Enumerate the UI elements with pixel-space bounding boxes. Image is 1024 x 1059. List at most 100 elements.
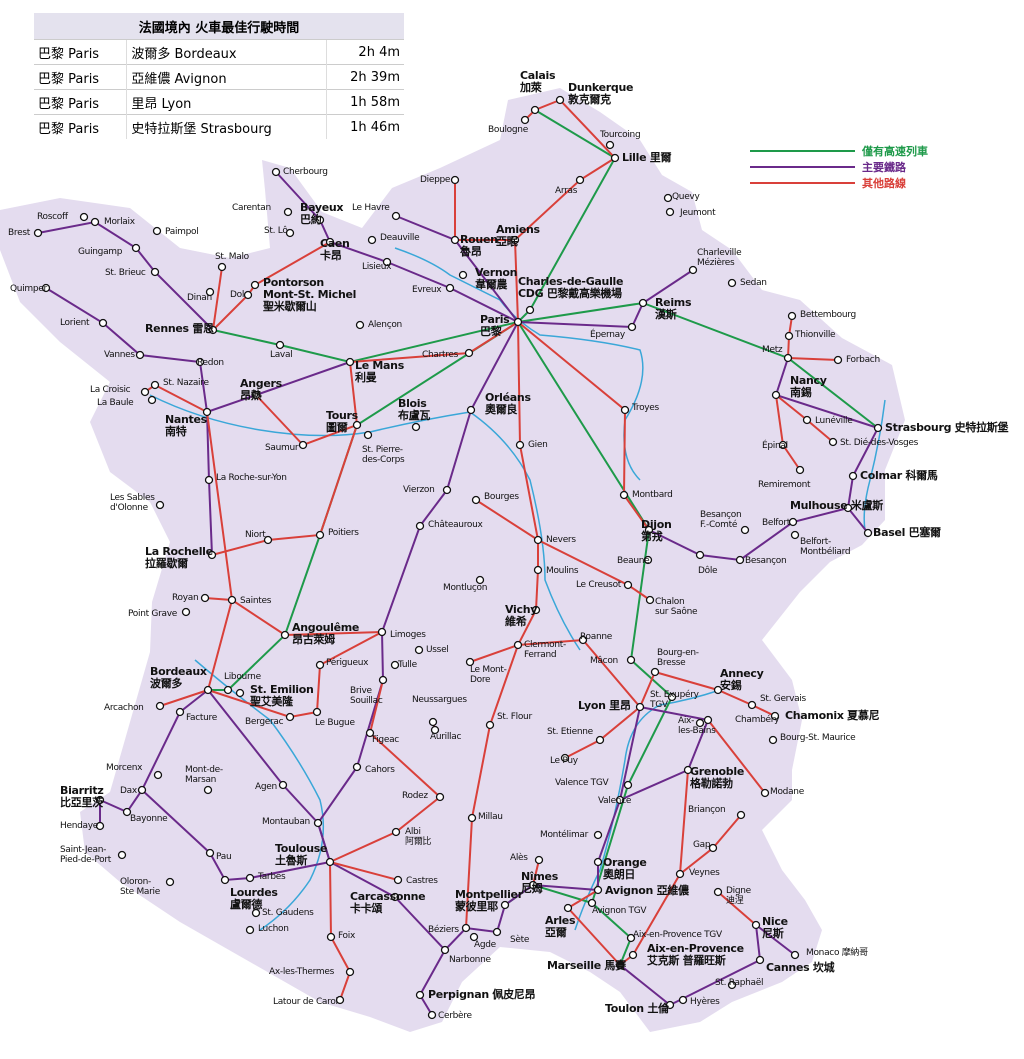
station-marker-lehavre[interactable] xyxy=(391,211,401,221)
station-marker-lille[interactable] xyxy=(610,153,620,163)
station-marker-marseille[interactable] xyxy=(615,960,625,970)
station-marker-montauban[interactable] xyxy=(313,818,323,828)
station-marker-agde[interactable] xyxy=(469,932,479,942)
station-marker-arcachon[interactable] xyxy=(155,701,165,711)
station-marker-amiens[interactable] xyxy=(510,235,520,245)
station-marker-nantes[interactable] xyxy=(202,407,212,417)
station-marker-royan[interactable] xyxy=(200,593,210,603)
station-marker-dieppe[interactable] xyxy=(450,175,460,185)
station-marker-chateauroux[interactable] xyxy=(415,521,425,531)
station-marker-roanne[interactable] xyxy=(578,635,588,645)
station-marker-nimes[interactable] xyxy=(528,880,538,890)
station-marker-laval[interactable] xyxy=(275,340,285,350)
station-marker-tulle[interactable] xyxy=(390,660,400,670)
station-marker-belfort[interactable] xyxy=(788,517,798,527)
station-marker-avignon[interactable] xyxy=(593,885,603,895)
station-marker-forbach[interactable] xyxy=(833,355,843,365)
station-marker-lemans[interactable] xyxy=(345,357,355,367)
station-marker-gap[interactable] xyxy=(708,843,718,853)
station-marker-labaule[interactable] xyxy=(147,395,157,405)
station-marker-roscoff[interactable] xyxy=(79,212,89,222)
station-marker-orange[interactable] xyxy=(593,857,603,867)
station-marker-alencon[interactable] xyxy=(355,320,365,330)
station-marker-sables[interactable] xyxy=(155,500,165,510)
station-marker-montdore[interactable] xyxy=(465,657,475,667)
station-marker-rennes[interactable] xyxy=(208,325,218,335)
station-marker-dijon[interactable] xyxy=(644,525,654,535)
station-marker-troyes[interactable] xyxy=(620,405,630,415)
station-marker-bayonne[interactable] xyxy=(122,807,132,817)
station-marker-aurillac[interactable] xyxy=(430,725,440,735)
station-marker-bettembourg[interactable] xyxy=(787,311,797,321)
station-marker-orleans[interactable] xyxy=(466,405,476,415)
station-marker-avignontgv[interactable] xyxy=(587,898,597,908)
station-marker-nevers[interactable] xyxy=(533,535,543,545)
station-marker-poitiers[interactable] xyxy=(315,530,325,540)
station-marker-reims[interactable] xyxy=(638,298,648,308)
station-marker-mulhouse[interactable] xyxy=(843,503,853,513)
station-marker-besanconfc[interactable] xyxy=(740,525,750,535)
station-marker-tarbes[interactable] xyxy=(245,873,255,883)
station-marker-larochesuryon[interactable] xyxy=(204,475,214,485)
station-marker-lebugue[interactable] xyxy=(312,707,322,717)
station-marker-luneville[interactable] xyxy=(802,415,812,425)
station-marker-angers[interactable] xyxy=(251,390,261,400)
station-marker-gien[interactable] xyxy=(515,440,525,450)
station-marker-blois[interactable] xyxy=(411,422,421,432)
station-marker-macon[interactable] xyxy=(626,655,636,665)
station-marker-nancy[interactable] xyxy=(771,390,781,400)
station-marker-vichy[interactable] xyxy=(531,605,541,615)
station-marker-jeumont[interactable] xyxy=(665,207,675,217)
station-marker-remiremont[interactable] xyxy=(795,465,805,475)
station-marker-tourcoing[interactable] xyxy=(605,140,615,150)
station-marker-bergerac[interactable] xyxy=(285,712,295,722)
station-marker-nice[interactable] xyxy=(751,920,761,930)
station-marker-montpellier[interactable] xyxy=(500,900,510,910)
station-marker-bourgenbresse[interactable] xyxy=(650,667,660,677)
station-marker-boulogne[interactable] xyxy=(520,115,530,125)
station-marker-valence[interactable] xyxy=(615,795,625,805)
station-marker-montbard[interactable] xyxy=(619,490,629,500)
station-marker-luchon[interactable] xyxy=(245,925,255,935)
station-marker-deauville[interactable] xyxy=(367,235,377,245)
station-marker-basel[interactable] xyxy=(863,528,873,538)
station-marker-lorient[interactable] xyxy=(98,318,108,328)
station-marker-valencetgv[interactable] xyxy=(623,780,633,790)
station-marker-thionville[interactable] xyxy=(784,331,794,341)
station-marker-stpierre[interactable] xyxy=(363,430,373,440)
station-marker-narbonne[interactable] xyxy=(440,945,450,955)
station-marker-epernay[interactable] xyxy=(627,322,637,332)
station-marker-foix[interactable] xyxy=(326,932,336,942)
station-marker-cdg[interactable] xyxy=(525,305,535,315)
station-marker-hendaye[interactable] xyxy=(95,821,105,831)
station-marker-angouleme[interactable] xyxy=(280,630,290,640)
station-marker-dax[interactable] xyxy=(137,785,147,795)
station-marker-biarritz[interactable] xyxy=(95,795,105,805)
station-marker-modane[interactable] xyxy=(760,788,770,798)
station-marker-moulins[interactable] xyxy=(533,565,543,575)
station-marker-dole[interactable] xyxy=(695,550,705,560)
station-marker-perigueux[interactable] xyxy=(315,660,325,670)
station-marker-charleville[interactable] xyxy=(688,265,698,275)
station-marker-stlo[interactable] xyxy=(285,228,295,238)
station-marker-evreux[interactable] xyxy=(445,283,455,293)
station-marker-stjean[interactable] xyxy=(117,850,127,860)
station-marker-strasbourg[interactable] xyxy=(873,423,883,433)
station-marker-beaune[interactable] xyxy=(643,555,653,565)
station-marker-rouen[interactable] xyxy=(450,235,460,245)
station-marker-millau[interactable] xyxy=(467,813,477,823)
station-marker-grenoble[interactable] xyxy=(683,765,693,775)
station-marker-caen[interactable] xyxy=(325,237,335,247)
station-marker-digne[interactable] xyxy=(713,887,723,897)
station-marker-dol[interactable] xyxy=(243,290,253,300)
station-marker-libourne[interactable] xyxy=(223,685,233,695)
station-marker-veynes[interactable] xyxy=(675,869,685,879)
station-marker-stnazaire[interactable] xyxy=(150,380,160,390)
station-marker-monaco[interactable] xyxy=(790,950,800,960)
station-marker-stdie[interactable] xyxy=(828,437,838,447)
station-marker-lacroisic[interactable] xyxy=(140,387,150,397)
station-marker-hyeres[interactable] xyxy=(678,995,688,1005)
station-marker-bayeux[interactable] xyxy=(315,215,325,225)
station-marker-arles[interactable] xyxy=(563,903,573,913)
station-marker-stexupery[interactable] xyxy=(667,692,677,702)
